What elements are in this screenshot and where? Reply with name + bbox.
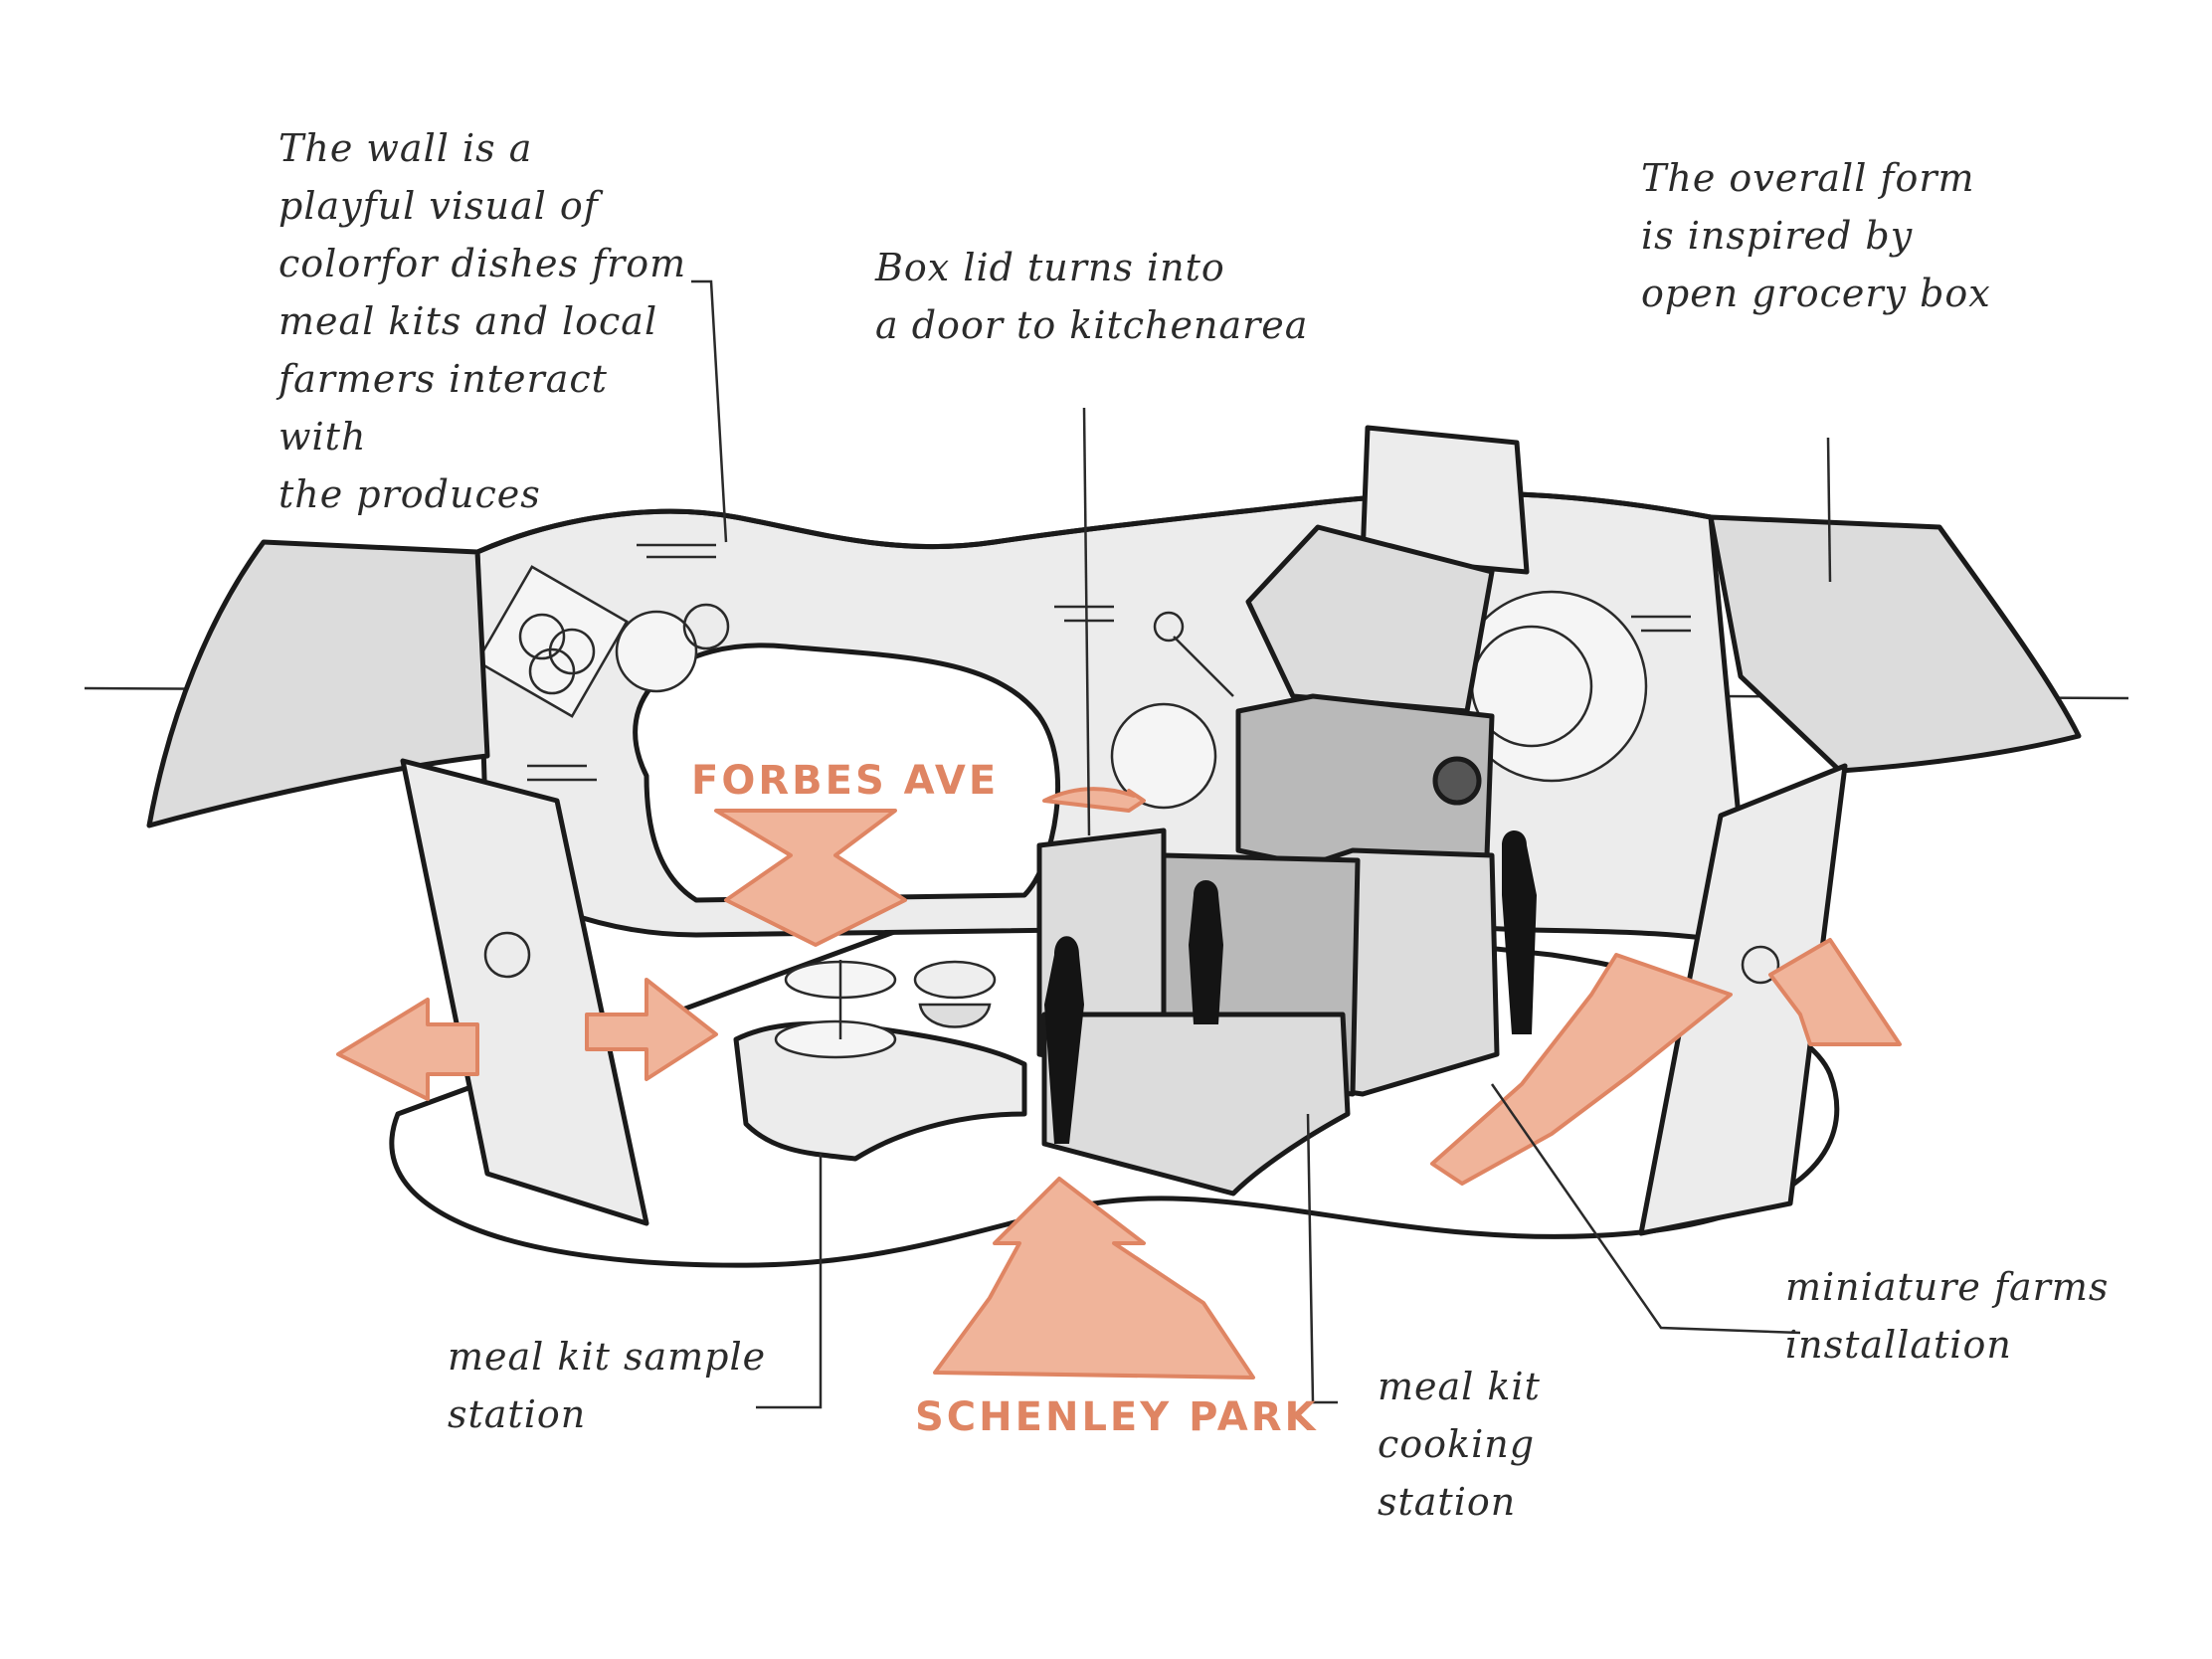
annotation-wall: The wall is a playful visual of colorfor… — [278, 126, 687, 516]
arrow-west-right — [585, 978, 718, 1081]
annotation-sample-station: meal kit sample station — [448, 1335, 767, 1436]
right-door-panel — [1638, 763, 1848, 1236]
arrow-forbes-ave — [714, 809, 907, 947]
annotation-miniature-farms: miniature farms installation — [1785, 1265, 2110, 1367]
box-top — [1245, 524, 1495, 714]
right-box-flap — [1708, 514, 2082, 774]
dessert-stand — [774, 960, 997, 1059]
wall-illustrations — [475, 543, 1691, 810]
arrow-east-right — [1768, 938, 1902, 1046]
leader-lines — [691, 279, 1832, 1409]
arrow-schenley-park — [933, 1177, 1255, 1380]
annotation-lid: Box lid turns into a door to kitchenarea — [875, 246, 1309, 347]
people-silhouettes — [1044, 830, 1537, 1144]
cooking-station-counter — [1041, 1012, 1351, 1197]
box-porthole — [1432, 756, 1482, 806]
arrow-lid-door — [1042, 787, 1146, 813]
label-forbes-ave: FORBES AVE — [691, 758, 1000, 804]
arrow-west-left — [336, 998, 479, 1101]
arrow-east-curve — [1430, 953, 1733, 1186]
label-schenley-park: SCHENLEY PARK — [915, 1394, 1319, 1440]
left-door-emblem — [483, 931, 531, 979]
annotation-cooking-station: meal kit cooking station — [1378, 1365, 1541, 1524]
annotation-form: The overall form is inspired by open gro… — [1641, 156, 1991, 315]
box-lid — [1360, 425, 1530, 575]
right-door-emblem — [1741, 945, 1780, 985]
